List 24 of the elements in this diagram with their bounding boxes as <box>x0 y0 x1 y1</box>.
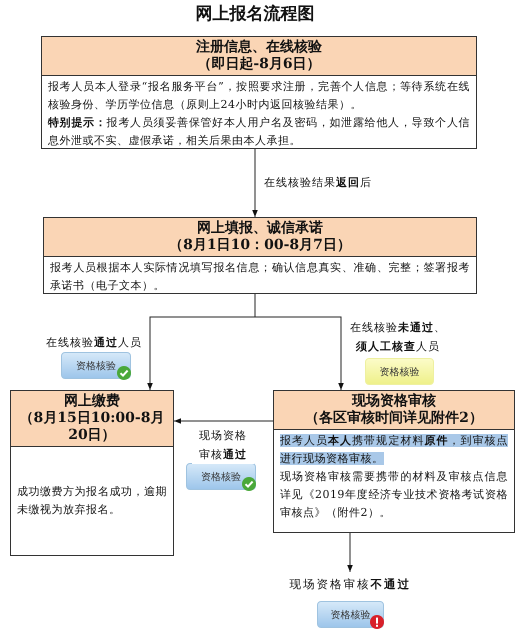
arrow <box>347 532 353 572</box>
arrow <box>254 294 344 390</box>
box-text: 特别提示：报考人员须妥善保管好本人用户名及密码，如泄露给他人，导致个人信息外泄或不实、虚假承诺，相关后果由本人承担。 <box>48 115 470 149</box>
status-text: 现场资格审核不通过 <box>280 574 420 594</box>
verify-button: 资格核验 <box>61 352 131 379</box>
box-text: 报考人员根据本人实际情况填写报名信息；确认信息真实、准确、完整；签署报考承诺书（电子文本）。 <box>50 260 470 294</box>
box-text: 报考人员本人登录“报名服务平台”，按照要求注册，完善个人信息；等待系统在线核验身份、学历学位信息（原则上24小时内返回核验结果）。 <box>48 79 470 113</box>
verify-button: 资格核验 <box>186 463 256 490</box>
box-text: 成功缴费方为报名成功，逾期未缴视为放弃报名。 <box>17 484 167 518</box>
process-box <box>43 217 477 294</box>
box-heading: 现场资格审核 （各区审核时间详见附件2） <box>274 391 514 430</box>
box-heading: 网上填报、诚信承诺 （8月1日10：00-8月7日） <box>44 218 476 257</box>
box-text: 报考人员本人携带规定材料原件，到审核点进行现场资格审核。 <box>280 433 508 467</box>
diagram-title: 网上报名流程图 <box>194 3 316 25</box>
process-box <box>10 390 174 556</box>
box-heading: 注册信息、在线核验 （即日起-8月6日） <box>42 37 476 76</box>
process-box <box>41 36 477 149</box>
arrow <box>174 418 274 424</box>
box-text: 现场资格审核需要携带的材料及审核点信息详见《2019年度经济专业技术资格考试资格审核点》（附件2）。 <box>280 469 508 521</box>
verify-button: 资格核验 <box>317 601 384 628</box>
verify-button: 资格核验 <box>365 358 434 385</box>
box-heading: 网上缴费 （8月15日10:00-8月20日） <box>11 391 173 447</box>
process-box <box>273 390 515 533</box>
arrow <box>252 148 258 218</box>
